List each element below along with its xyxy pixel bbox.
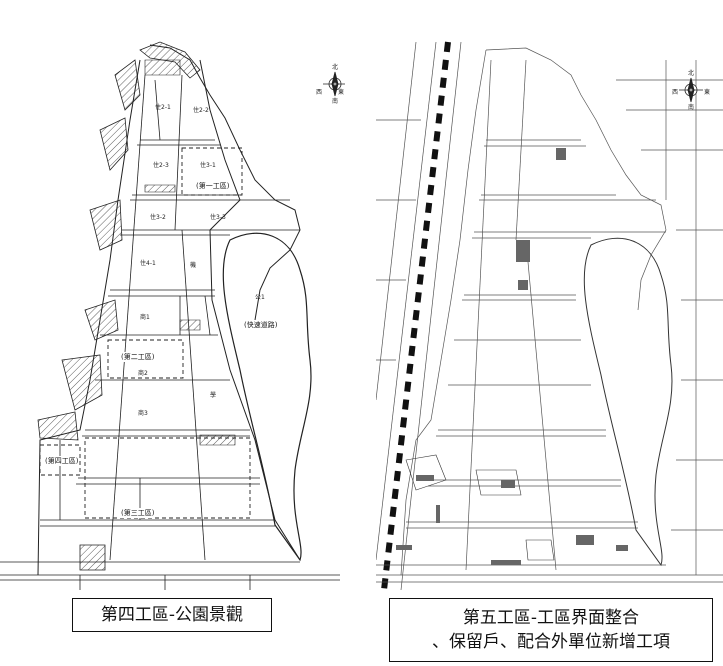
compass-south-label: 南 [332,98,339,105]
compass-east-label-right: 東 [704,89,711,96]
parcel-label: 住2-3 [153,162,169,169]
compass-north-label: 北 [332,64,339,71]
railway-line [381,41,451,591]
parcel-label: 商2 [138,370,148,377]
zone-label-4: (第四工區) [44,456,80,466]
compass-north-label-right: 北 [688,70,695,77]
zone-label-1: (第一工區) [195,181,231,191]
parcel-label: 學 [210,392,217,399]
compass-west-label-right: 西 [672,89,679,96]
parcel-label: 住3-1 [200,162,216,169]
parcel-label: 住4-1 [140,260,156,267]
zone-label-3: (第三工區) [120,508,156,518]
zone-label-5: (快速道路) [243,320,279,330]
compass-east-label: 東 [338,89,345,96]
caption-right: 第五工區-工區界面整合 、保留戶、配合外單位新增工項 [389,598,713,662]
parcel-label: 住3-3 [210,214,226,221]
compass-right [679,77,703,103]
compass-west-label: 西 [316,89,323,96]
lake-outline [222,232,312,562]
caption-left-text: 第四工區-公園景觀 [100,605,244,625]
right-map-panel: 北 東 西 南 第五工區-工區界面整合 、保留戶、配合外單位新增工項 [376,0,723,666]
parcel-label: 住3-2 [150,214,166,221]
caption-right-line1: 第五工區-工區界面整合 [462,608,640,628]
parcel-label: 商1 [140,314,150,321]
right-site-plan [376,41,723,591]
left-site-plan [0,41,345,590]
compass-left [323,71,345,97]
parcel-label: 機 [190,262,197,269]
parcel-label: 公1 [255,294,265,301]
caption-right-line2: 、保留戶、配合外單位新增工項 [432,632,670,652]
parcel-label: 住2-1 [155,104,171,111]
parcel-label: 商3 [138,410,148,417]
parcel-label: 住2-2 [193,107,209,114]
left-map-panel: (第一工區) (第二工區) (第三工區) (第四工區) (快速道路) 住2-1 … [0,0,345,666]
compass-south-label-right: 南 [688,104,695,111]
caption-left: 第四工區-公園景觀 [72,598,272,632]
zone-label-2: (第二工區) [120,352,156,362]
